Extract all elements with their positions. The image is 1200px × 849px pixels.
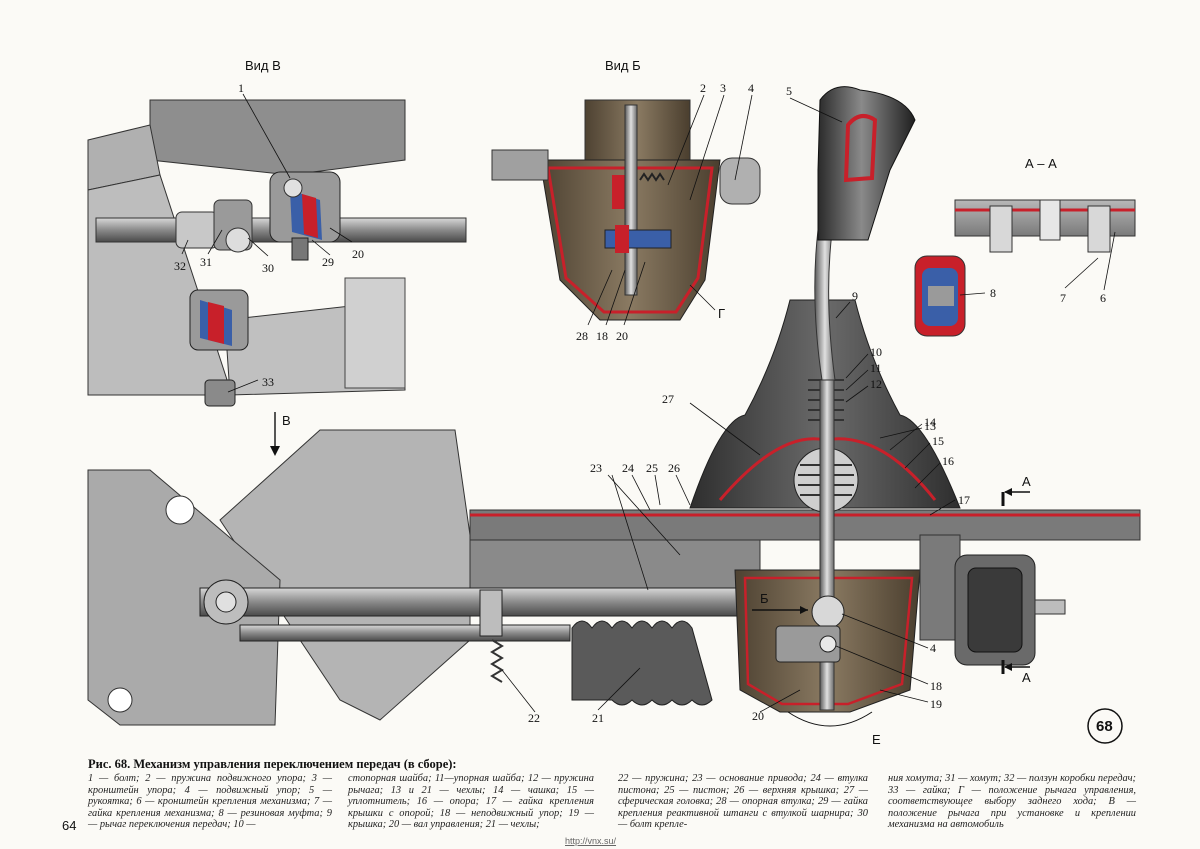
callout-20-view-v: 20 <box>352 247 364 261</box>
callout-30: 30 <box>262 261 274 275</box>
callout-20: 20 <box>752 709 764 723</box>
callout-6: 6 <box>1100 291 1106 305</box>
callout-labels: 1 20 29 30 31 32 33 2 3 4 5 28 18 20 6 7… <box>174 81 1106 725</box>
callout-2: 2 <box>700 81 706 95</box>
callout-26: 26 <box>668 461 680 475</box>
callout-19: 19 <box>930 697 942 711</box>
arrow-a-top-label: А <box>1022 474 1031 489</box>
arrow-v-label: В <box>282 413 291 428</box>
callout-24: 24 <box>622 461 634 475</box>
view-v-diagram <box>87 99 467 456</box>
callout-14: 14 <box>924 415 936 429</box>
callout-5: 5 <box>786 84 792 98</box>
callout-7: 7 <box>1060 291 1066 305</box>
callout-16: 16 <box>942 454 954 468</box>
main-assembly-diagram <box>87 86 1141 727</box>
callout-21: 21 <box>592 711 604 725</box>
callout-17: 17 <box>958 493 970 507</box>
callout-18: 18 <box>930 679 942 693</box>
leader-lines <box>181 93 1116 713</box>
view-b-diagram <box>491 99 761 321</box>
view-b-title: Вид Б <box>605 58 641 73</box>
callout-15: 15 <box>932 434 944 448</box>
callout-8: 8 <box>990 286 996 300</box>
caption-column-3: 22 — пружина; 23 — основание привода; 24… <box>618 773 868 831</box>
callout-4: 4 <box>930 641 936 655</box>
page-number: 64 <box>62 818 77 833</box>
arrow-b-label: Б <box>760 591 769 606</box>
callout-28: 28 <box>576 329 588 343</box>
callout-11: 11 <box>870 361 882 375</box>
source-url-link[interactable]: http://vnx.su/ <box>565 836 617 846</box>
callout-31: 31 <box>200 255 212 269</box>
callout-29: 29 <box>322 255 334 269</box>
callout-33: 33 <box>262 375 274 389</box>
callout-32: 32 <box>174 259 186 273</box>
callout-27: 27 <box>662 392 674 406</box>
callout-23: 23 <box>590 461 602 475</box>
caption-column-4: ния хомута; 31 — хомут; 32 — ползун коро… <box>888 773 1136 831</box>
callout-12: 12 <box>870 377 882 391</box>
callout-25: 25 <box>646 461 658 475</box>
arrow-a-bottom-label: А <box>1022 670 1031 685</box>
callout-18-top: 18 <box>596 329 608 343</box>
section-aa-title: А – А <box>1025 156 1057 171</box>
callout-20-top: 20 <box>616 329 628 343</box>
section-aa-diagram <box>914 199 1136 337</box>
caption-column-1: 1 — болт; 2 — пружина подвижного упора; … <box>88 773 332 831</box>
figure-number-badge-text: 68 <box>1096 718 1113 735</box>
mark-e-label: Е <box>872 732 881 747</box>
caption-title: Рис. 68. Механизм управления переключени… <box>88 757 457 771</box>
caption-column-2: стопорная шайба; 11—упорная шайба; 12 — … <box>348 773 594 831</box>
view-v-title: Вид В <box>245 58 281 73</box>
figure-number-badge: 68 <box>1087 708 1123 744</box>
mark-g-label: Г <box>718 306 725 321</box>
callout-10: 10 <box>870 345 882 359</box>
callout-9: 9 <box>852 289 858 303</box>
callout-22: 22 <box>528 711 540 725</box>
callout-1: 1 <box>238 81 244 95</box>
callout-13: 13 <box>924 419 936 433</box>
callout-4-top: 4 <box>748 81 754 95</box>
callout-3: 3 <box>720 81 726 95</box>
